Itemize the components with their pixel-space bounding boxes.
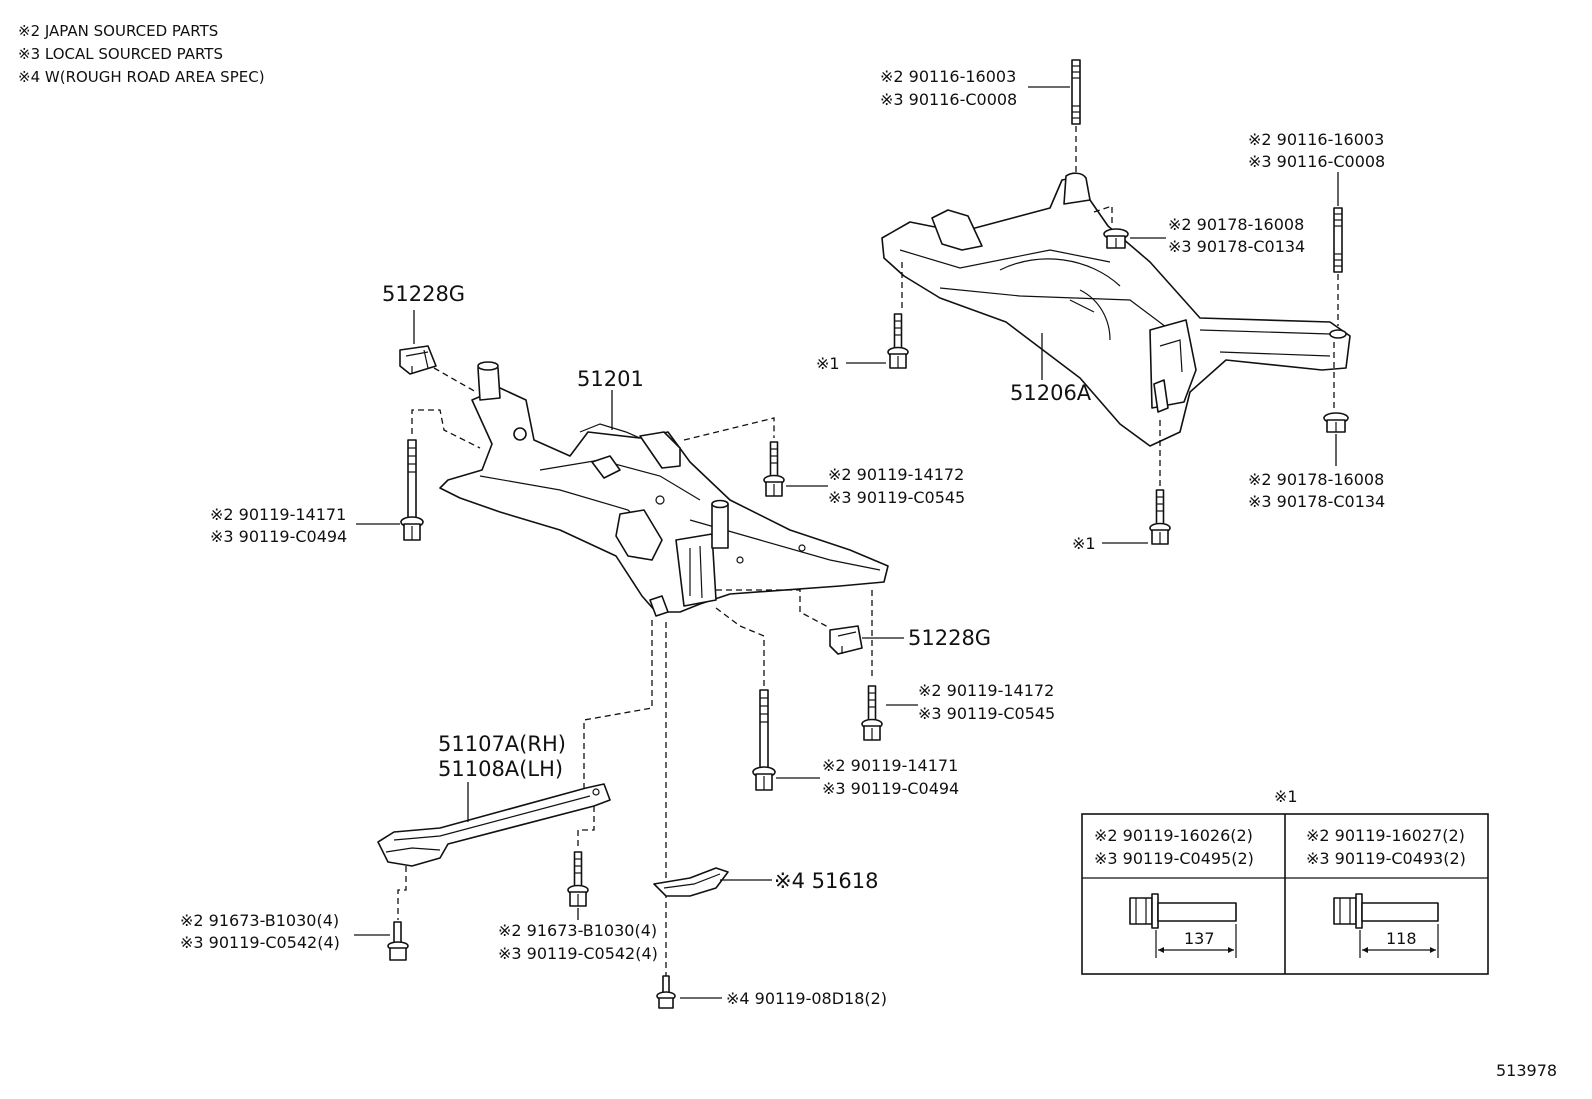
bolt-table-col1-line2: ※3 90119-C0495(2) (1094, 849, 1254, 868)
rear-bolt-left-label: ※1 (816, 354, 840, 373)
front-brace (377, 783, 611, 867)
bolt-length-118: 118 (1386, 929, 1417, 948)
front-bolt-top-right (763, 441, 785, 497)
rear-bolt-bottom (1149, 489, 1171, 545)
rear-nut-top-label-a: ※2 90178-16008 (1168, 215, 1304, 234)
guard-label: ※4 51618 (774, 869, 878, 893)
rear-bolt-bottom-label: ※1 (1072, 534, 1096, 553)
bolt-table-title: ※1 (1274, 787, 1298, 806)
rear-nut-top (1103, 228, 1129, 249)
brace-bolt-middle-label-b: ※3 90119-C0542(4) (498, 944, 658, 963)
stopper-top (399, 345, 437, 375)
rear-stud-top (1071, 59, 1081, 125)
front-bolt-left (400, 439, 424, 541)
note-local-sourced: ※3 LOCAL SOURCED PARTS (18, 45, 223, 63)
front-bolt-bottom-label-b: ※3 90119-C0494 (822, 779, 959, 798)
front-suspension-member (439, 361, 889, 617)
brace-bolt-middle (567, 851, 589, 907)
brace-lh-label: 51108A(LH) (438, 757, 563, 781)
rear-stud-right (1333, 207, 1343, 273)
rear-stud-right-label-a: ※2 90116-16003 (1248, 130, 1384, 149)
rear-bolt-left (887, 313, 909, 369)
brace-rh-label: 51107A(RH) (438, 732, 566, 756)
bolt-drawing-137 (1129, 893, 1237, 958)
bolt-table-col1-line1: ※2 90119-16026(2) (1094, 826, 1253, 845)
bolt-spec-table (1081, 813, 1489, 975)
note-japan-sourced: ※2 JAPAN SOURCED PARTS (18, 22, 218, 40)
brace-bolt-left-label-b: ※3 90119-C0542(4) (180, 933, 340, 952)
rear-nut-bottom-label-b: ※3 90178-C0134 (1248, 492, 1385, 511)
rear-member-label: 51206A (1010, 381, 1092, 405)
rear-stud-top-label-b: ※3 90116-C0008 (880, 90, 1017, 109)
brace-bolt-left (387, 921, 409, 961)
front-bolt-right-label-a: ※2 90119-14172 (918, 681, 1054, 700)
stopper-right-label: 51228G (908, 626, 991, 650)
front-bolt-left-label-b: ※3 90119-C0494 (210, 527, 347, 546)
front-bolt-bottom-label-a: ※2 90119-14171 (822, 756, 958, 775)
figure-number: 513978 (1496, 1061, 1557, 1080)
rear-suspension-member (881, 172, 1351, 447)
bolt-table-col2-line1: ※2 90119-16027(2) (1306, 826, 1465, 845)
stopper-right (829, 625, 863, 655)
brace-bolt-left-label-a: ※2 91673-B1030(4) (180, 911, 339, 930)
guard-bolt-label: ※4 90119-08D18(2) (726, 989, 887, 1008)
brace-bolt-middle-label-a: ※2 91673-B1030(4) (498, 921, 657, 940)
front-member-label: 51201 (577, 367, 644, 391)
front-bolt-left-label-a: ※2 90119-14171 (210, 505, 346, 524)
rear-stud-top-label-a: ※2 90116-16003 (880, 67, 1016, 86)
front-bolt-top-right-label-a: ※2 90119-14172 (828, 465, 964, 484)
note-rough-road: ※4 W(ROUGH ROAD AREA SPEC) (18, 68, 265, 86)
stopper-top-label: 51228G (382, 282, 465, 306)
rear-nut-bottom-label-a: ※2 90178-16008 (1248, 470, 1384, 489)
bolt-table-col2-line2: ※3 90119-C0493(2) (1306, 849, 1466, 868)
front-bolt-top-right-label-b: ※3 90119-C0545 (828, 488, 965, 507)
rear-stud-right-label-b: ※3 90116-C0008 (1248, 152, 1385, 171)
under-guard (653, 867, 729, 897)
guard-bolt (656, 975, 676, 1009)
rear-nut-top-label-b: ※3 90178-C0134 (1168, 237, 1305, 256)
bolt-length-137: 137 (1184, 929, 1215, 948)
bolt-drawing-118 (1333, 893, 1439, 958)
front-bolt-bottom (752, 689, 776, 791)
front-bolt-right (861, 685, 883, 741)
rear-nut-bottom (1323, 412, 1349, 433)
front-bolt-right-label-b: ※3 90119-C0545 (918, 704, 1055, 723)
